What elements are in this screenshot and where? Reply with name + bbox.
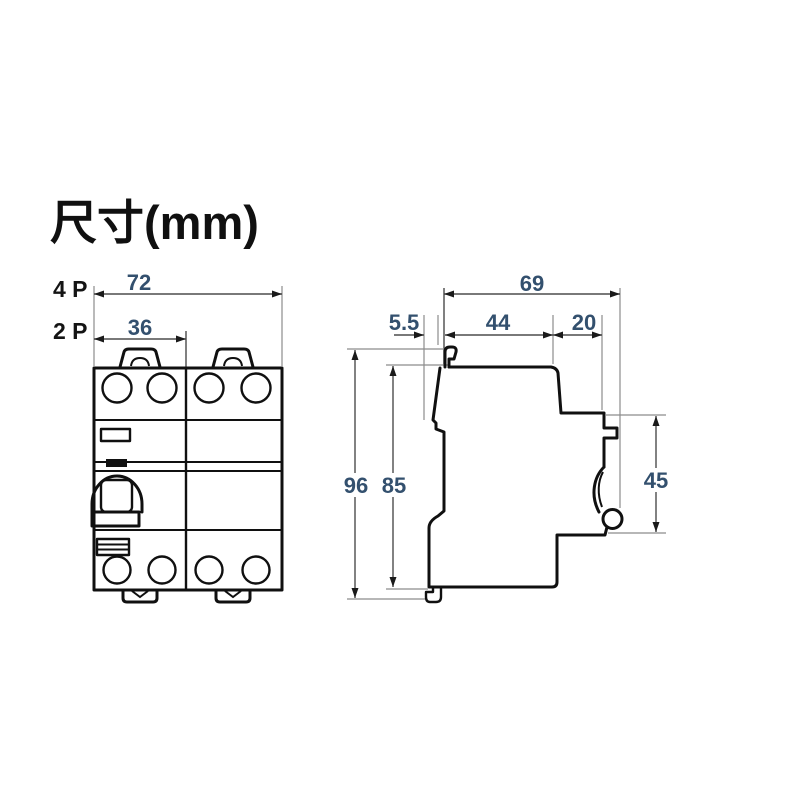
test-button-frame: [95, 537, 131, 557]
arrowhead: [272, 290, 282, 298]
bottom-clip-left: [121, 588, 159, 604]
terminal-circle: [240, 372, 272, 404]
din-foot-bottom: [424, 588, 443, 604]
clip-outline: [214, 588, 252, 604]
clip-notch: [223, 356, 243, 367]
terminal-circle: [102, 555, 132, 585]
clip-notch: [130, 356, 150, 367]
din-hook-top: [443, 345, 458, 369]
side-view: 69 5.5 44 20: [342, 271, 670, 604]
test-button: [95, 537, 131, 557]
status-indicator: [106, 459, 127, 467]
dim-label-96: 96: [344, 473, 368, 498]
dim-width-4p: 72: [93, 270, 283, 366]
arrowhead: [610, 290, 620, 298]
dim-front-depth: 20: [553, 310, 603, 410]
clip-chevron: [224, 590, 242, 599]
arrowhead: [553, 331, 563, 339]
terminal-circle: [193, 372, 225, 404]
dim-label-69: 69: [520, 271, 544, 296]
lever-arc-inner: [597, 471, 604, 508]
clip-outline: [211, 347, 255, 369]
toggle-base: [90, 510, 141, 528]
arrowhead: [652, 522, 660, 532]
toggle-window: [99, 478, 134, 514]
top-clip-right: [211, 347, 255, 369]
arrowhead: [351, 588, 359, 598]
breaker-body-front: [92, 366, 284, 592]
dim-label-20: 20: [572, 310, 596, 335]
dim-body-depth: 44: [445, 310, 554, 364]
dim-overall-height: 96: [342, 348, 444, 600]
label-window: [99, 427, 132, 443]
lever-arc: [592, 465, 606, 514]
terminal-circle: [146, 372, 178, 404]
arrowhead: [444, 290, 454, 298]
arrowhead: [94, 290, 104, 298]
terminal-circle: [147, 555, 177, 585]
label-2p: 2 P: [53, 318, 88, 344]
arrowhead: [351, 350, 359, 360]
arrowhead: [389, 577, 397, 587]
dim-body-height: 85: [380, 364, 448, 590]
dim-text-gap: [380, 473, 408, 497]
dim-overall-depth: 69: [443, 271, 621, 508]
lever-knob: [601, 508, 624, 530]
clip-outline: [118, 347, 162, 369]
arrowhead: [176, 335, 186, 343]
terminal-circle: [241, 555, 271, 585]
dim-label-36: 36: [128, 315, 152, 340]
breaker-body-side: [424, 345, 624, 604]
dim-text-gap: [642, 468, 670, 492]
dim-label-45: 45: [644, 468, 668, 493]
dim-label-5-5: 5.5: [389, 310, 420, 335]
terminal-row-bottom: [102, 555, 271, 585]
page-title: 尺寸(mm): [50, 196, 259, 249]
dim-front-height: 45: [606, 414, 670, 534]
label-4p: 4 P: [53, 276, 88, 302]
arrowhead: [592, 331, 602, 339]
top-clip-left: [118, 347, 162, 369]
toggle-dome: [90, 474, 144, 514]
bottom-clip-right: [214, 588, 252, 604]
profile-bottom-back: [427, 366, 609, 589]
terminal-circle: [194, 555, 224, 585]
terminal-row-top: [101, 372, 272, 404]
clip-outline: [121, 588, 159, 604]
dim-label-44: 44: [486, 310, 511, 335]
arrowhead: [94, 335, 104, 343]
arrowhead: [445, 331, 455, 339]
toggle-switch: [90, 474, 144, 528]
clip-chevron: [131, 590, 149, 599]
dim-label-85: 85: [382, 473, 406, 498]
front-view: 72 36 4 P 2 P: [53, 270, 284, 604]
arrowhead: [543, 331, 553, 339]
dim-text-gap: [342, 473, 370, 497]
arrowhead: [389, 366, 397, 376]
arrowhead: [652, 416, 660, 426]
dim-width-2p: 36: [94, 315, 187, 367]
terminal-circle: [101, 372, 133, 404]
dim-label-72: 72: [127, 270, 151, 295]
profile-top-front: [447, 365, 619, 469]
dim-din-clip-depth: 5.5: [389, 310, 439, 420]
arrowhead: [414, 331, 424, 339]
